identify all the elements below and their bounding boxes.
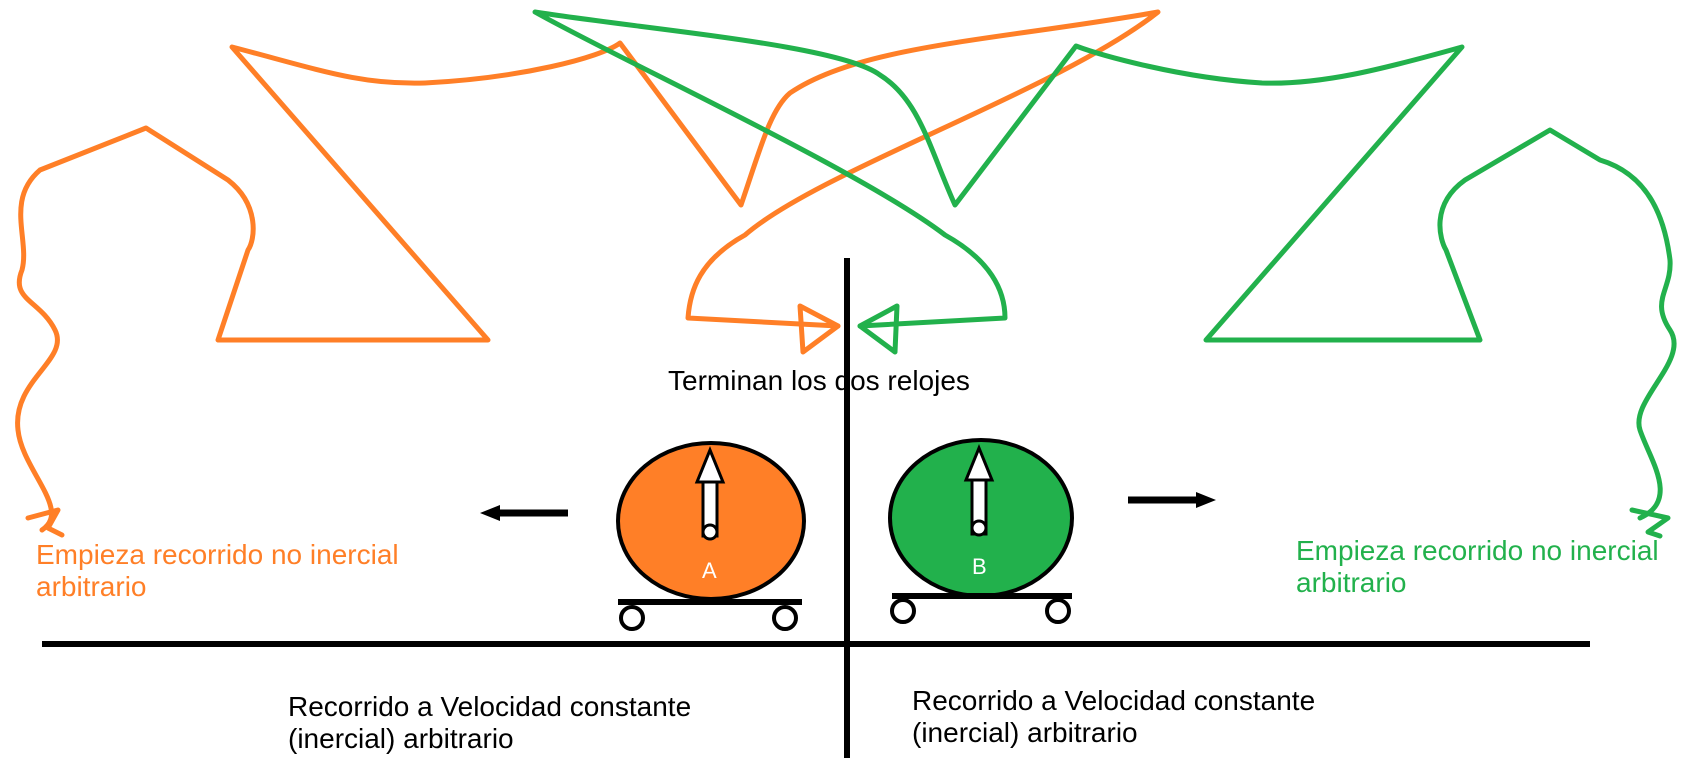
left-start-label-line2: arbitrario (36, 571, 146, 602)
arrow-right-icon (1128, 492, 1216, 508)
clock-a-letter: A (702, 558, 717, 583)
cart-a-wheel-right (772, 605, 798, 631)
clock-b-hand-icon (963, 444, 995, 537)
finish-label: Terminan los dos relojes (668, 365, 970, 396)
arrow-left-icon (480, 505, 568, 521)
cart-b-wheel-left (890, 598, 916, 624)
green-arrowhead-icon (857, 303, 900, 355)
cart-a-wheel-left (619, 605, 645, 631)
left-inertial-label-line2: (inercial) arbitrario (288, 723, 514, 754)
right-start-label: Empieza recorrido no inercial (1296, 535, 1659, 566)
right-inertial-label: Recorrido a Velocidad constante (912, 685, 1315, 716)
clock-a: A (616, 441, 806, 631)
green-path (532, 9, 1677, 521)
orange-arrowhead-icon (797, 303, 841, 355)
orange-start-hook-icon (25, 507, 65, 538)
cart-b-wheel-right (1045, 598, 1071, 624)
left-start-label: Empieza recorrido no inercial (36, 539, 399, 570)
clock-a-hand-icon (694, 446, 726, 541)
clock-b: B (888, 438, 1074, 624)
left-inertial-label: Recorrido a Velocidad constante (288, 691, 691, 722)
clock-b-letter: B (972, 554, 987, 579)
right-inertial-label-line2: (inercial) arbitrario (912, 717, 1138, 748)
right-start-label-line2: arbitrario (1296, 567, 1406, 598)
orange-path (15, 9, 1161, 533)
green-start-hook-icon (1629, 507, 1671, 539)
